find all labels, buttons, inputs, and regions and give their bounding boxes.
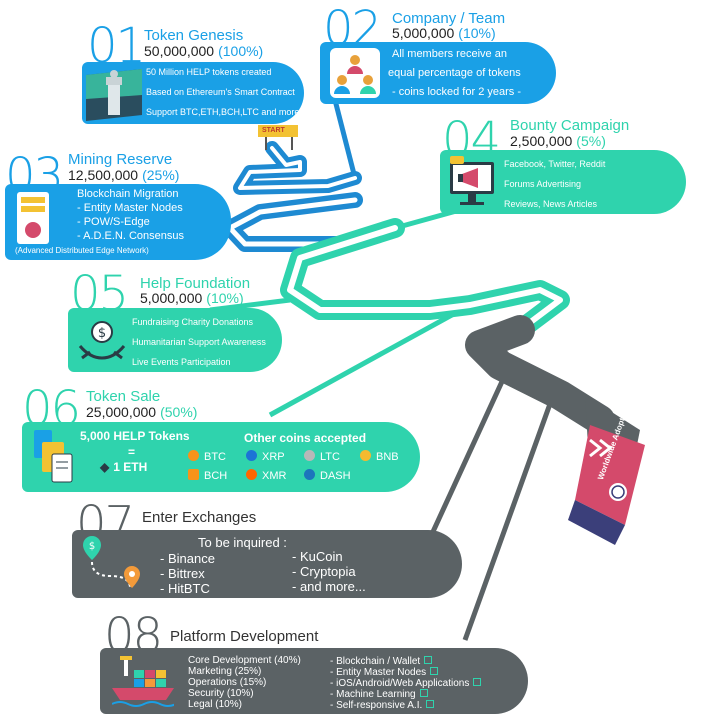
feature-item: - Blockchain / Wallet xyxy=(330,656,433,667)
coin-xmr: XMR xyxy=(246,469,286,482)
exchange-item: - KuCoin xyxy=(292,549,343,564)
bnb-icon xyxy=(360,450,371,461)
allocation-item: Operations (15%) xyxy=(188,677,267,688)
exchanges-header: To be inquired : xyxy=(198,535,287,550)
stage-line: Humanitarian Support Awareness xyxy=(132,337,266,347)
stage-title: Company / Team xyxy=(392,10,506,27)
road-teal xyxy=(280,218,570,340)
bch-icon xyxy=(188,469,199,480)
exchange-item: - Binance xyxy=(160,551,215,566)
allocation-item: Legal (10%) xyxy=(188,699,242,710)
svg-text:$: $ xyxy=(98,326,106,341)
stage-title: Token Genesis xyxy=(144,27,244,44)
ethereum-icon: ◆ xyxy=(100,460,110,474)
checkbox-icon xyxy=(419,689,428,697)
stage-amount: 5,000,000(10%) xyxy=(140,290,244,306)
cargo-ship-icon xyxy=(112,656,174,707)
stage-card: $ Fundraising Charity Donations Humanita… xyxy=(68,308,282,372)
megaphone-icon xyxy=(450,156,494,205)
stage-line: - A.D.E.N. Consensus xyxy=(77,230,184,242)
stage-line: - POW/S-Edge xyxy=(77,216,150,228)
coin-btc: BTC xyxy=(188,450,226,463)
stage-title: Help Foundation xyxy=(140,275,251,292)
stage-line: - coins locked for 2 years - xyxy=(392,86,521,98)
stage-line: Fundraising Charity Donations xyxy=(132,317,254,327)
server-icon xyxy=(17,192,49,244)
connector-08 xyxy=(462,389,558,641)
stage-title: Mining Reserve xyxy=(68,151,173,168)
stage-line: Support BTC,ETH,BCH,LTC and more xyxy=(146,107,300,117)
stage-amount: 50,000,000(100%) xyxy=(144,43,264,59)
xmr-icon xyxy=(246,469,257,480)
stage-line: Blockchain Migration xyxy=(77,188,179,200)
exchange-item: - HitBTC xyxy=(160,581,210,596)
stage-card: Core Development (40%) Marketing (25%) O… xyxy=(100,648,528,714)
token-price: ◆1 ETH xyxy=(100,460,148,474)
feature-item: - Machine Learning xyxy=(330,689,428,700)
token-equals: = xyxy=(128,445,136,459)
allocation-item: Core Development (40%) xyxy=(188,655,301,666)
stage-card: Blockchain Migration - Entity Master Nod… xyxy=(5,184,231,260)
stage-card: Facebook, Twitter, Reddit Forums Adverti… xyxy=(440,150,686,214)
exchange-item: - Bittrex xyxy=(160,566,205,581)
connector-02 xyxy=(332,99,358,179)
stage-amount: 12,500,000(25%) xyxy=(68,167,180,183)
exchange-item: - Cryptopia xyxy=(292,564,356,579)
stage-amount: 2,500,000(5%) xyxy=(510,133,606,149)
coin-bnb: BNB xyxy=(360,450,399,463)
feature-item: - Entity Master Nodes xyxy=(330,667,439,678)
start-sign xyxy=(258,125,298,150)
team-icon xyxy=(330,48,380,98)
stage-line: - Entity Master Nodes xyxy=(77,202,183,214)
checkbox-icon xyxy=(426,700,435,708)
stage-title: Token Sale xyxy=(86,388,161,405)
stage-line: Based on Ethereum's Smart Contract xyxy=(146,87,295,97)
stage-card: 50 Million HELP tokens created Based on … xyxy=(82,62,304,124)
svg-text:$: $ xyxy=(89,541,95,552)
stage-footnote: (Advanced Distributed Edge Network) xyxy=(15,246,149,255)
allocation-item: Marketing (25%) xyxy=(188,666,262,677)
connector-06 xyxy=(268,302,472,418)
stage-line: Facebook, Twitter, Reddit xyxy=(504,159,606,169)
dash-icon xyxy=(304,469,315,480)
stage-line: equal percentage of tokens xyxy=(388,67,521,79)
coin-xrp: XRP xyxy=(246,450,285,463)
stage-title: Enter Exchanges xyxy=(142,509,257,526)
checkbox-icon xyxy=(430,667,439,675)
stage-line: Forums Advertising xyxy=(504,179,582,189)
route-map-icon: $ xyxy=(83,536,140,589)
coin-dash: DASH xyxy=(304,469,351,482)
stage-line: Reviews, News Articles xyxy=(504,199,598,209)
feature-item: - Self-responsive A.I. xyxy=(330,700,435,711)
lighthouse-icon xyxy=(86,69,142,121)
stage-line: 50 Million HELP tokens created xyxy=(146,67,272,77)
xrp-icon xyxy=(246,450,257,461)
stage-card: 5,000 HELP Tokens = ◆1 ETH Other coins a… xyxy=(22,422,420,492)
start-sign-label: START xyxy=(262,127,285,134)
stage-title: Platform Development xyxy=(170,628,319,645)
charity-hands-icon: $ xyxy=(78,321,126,360)
btc-icon xyxy=(188,450,199,461)
stage-line: All members receive an xyxy=(392,48,507,60)
ltc-icon xyxy=(304,450,315,461)
allocation-item: Security (10%) xyxy=(188,688,254,699)
wallet-icon xyxy=(34,430,73,483)
stage-card: $ To be inquired : - Binance - Bittrex -… xyxy=(72,530,462,598)
coins-title: Other coins accepted xyxy=(244,431,367,445)
connector-07 xyxy=(417,373,508,562)
stage-title: Bounty Campaign xyxy=(510,117,630,134)
token-offer: 5,000 HELP Tokens xyxy=(80,429,190,443)
stage-card: All members receive an equal percentage … xyxy=(320,42,556,104)
checkbox-icon xyxy=(424,656,433,664)
checkbox-icon xyxy=(473,678,482,686)
adoption-banner xyxy=(568,425,645,545)
stage-amount: 5,000,000(10%) xyxy=(392,25,496,41)
coin-ltc: LTC xyxy=(304,450,340,463)
stage-amount: 25,000,000(50%) xyxy=(86,404,198,420)
stage-line: Live Events Participation xyxy=(132,357,231,367)
exchange-item: - and more... xyxy=(292,579,366,594)
coin-bch: BCH xyxy=(188,469,227,482)
feature-item: - iOS/Android/Web Applications xyxy=(330,678,482,689)
